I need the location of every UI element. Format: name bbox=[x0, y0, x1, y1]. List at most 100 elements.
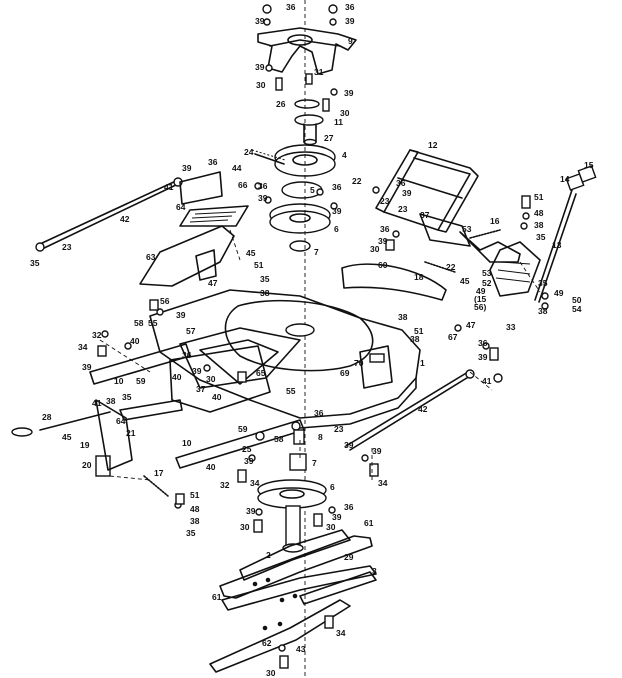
label-l122: 23 bbox=[334, 424, 344, 434]
left-lever-assembly-part bbox=[11, 343, 271, 497]
leader-lines-group bbox=[99, 229, 541, 481]
front-linkage-rod-part bbox=[345, 369, 475, 451]
label-l17: 39 bbox=[182, 163, 192, 173]
label-l13: 27 bbox=[324, 133, 334, 143]
label-l51: 63 bbox=[146, 252, 156, 262]
label-l128: 48 bbox=[190, 504, 200, 514]
label-l85: 40 bbox=[172, 372, 182, 382]
label-l74: 55 bbox=[148, 318, 158, 328]
label-l78: 34 bbox=[78, 342, 88, 352]
label-l114: 36 bbox=[314, 408, 324, 418]
label-l100: 41 bbox=[482, 376, 492, 386]
label-l92: 1 bbox=[420, 358, 425, 368]
label-l84: 39 bbox=[192, 366, 202, 376]
label-l06: 31 bbox=[314, 67, 324, 77]
label-l86: 30 bbox=[206, 374, 216, 384]
label-l136: 39 bbox=[332, 512, 342, 522]
label-l49: 35 bbox=[536, 232, 546, 242]
label-l30: 39 bbox=[332, 206, 342, 216]
label-l64: (15 bbox=[474, 294, 487, 304]
label-l07: 39 bbox=[255, 62, 265, 72]
label-l146: 62 bbox=[262, 638, 272, 648]
label-l66: 35 bbox=[538, 278, 548, 288]
label-l57: 60 bbox=[378, 260, 388, 270]
label-l105: 64 bbox=[116, 416, 126, 426]
label-l41: 30 bbox=[370, 244, 380, 254]
label-l145: 30 bbox=[266, 668, 276, 678]
label-l77: 32 bbox=[92, 330, 102, 340]
label-l43: 16 bbox=[490, 216, 500, 226]
label-l82: 59 bbox=[136, 376, 146, 386]
label-l88: 40 bbox=[212, 392, 222, 402]
label-l103: 38 bbox=[106, 396, 116, 406]
label-l16: 12 bbox=[428, 140, 438, 150]
top-hardware-group bbox=[262, 4, 338, 112]
label-l01: 36 bbox=[286, 2, 296, 12]
label-l29: 36 bbox=[332, 182, 342, 192]
label-l137: 30 bbox=[326, 522, 336, 532]
label-l27: 39 bbox=[258, 193, 268, 203]
label-l38: 23 bbox=[398, 204, 408, 214]
label-l09: 30 bbox=[256, 80, 266, 90]
label-l61: 53 bbox=[482, 268, 492, 278]
label-l59: 22 bbox=[446, 262, 456, 272]
bracket-plate-part bbox=[179, 171, 249, 227]
cutting-blades-part bbox=[209, 529, 377, 673]
label-l37: 37 bbox=[420, 210, 430, 220]
label-l63: 49 bbox=[476, 286, 486, 296]
label-l139: 2 bbox=[266, 550, 271, 560]
label-l96: 67 bbox=[448, 332, 458, 342]
label-l62: 45 bbox=[460, 276, 470, 286]
label-l121: 7 bbox=[312, 458, 317, 468]
label-l73: 58 bbox=[134, 318, 144, 328]
label-l50: 13 bbox=[552, 240, 562, 250]
label-l31: 6 bbox=[334, 224, 339, 234]
label-l80: 39 bbox=[82, 362, 92, 372]
label-l129: 38 bbox=[190, 516, 200, 526]
label-l08: 39 bbox=[344, 88, 354, 98]
label-l143: 34 bbox=[336, 628, 346, 638]
label-l107: 45 bbox=[62, 432, 72, 442]
reference-labels-group: 36 36 39 39 9 31 39 39 30 30 26 11 27 24… bbox=[30, 2, 594, 678]
side-shield-part bbox=[139, 225, 235, 287]
label-l118: 39 bbox=[244, 456, 254, 466]
label-l108: 19 bbox=[80, 440, 90, 450]
rear-linkage-rod-part bbox=[35, 177, 183, 252]
label-l22: 64 bbox=[176, 202, 186, 212]
label-l106: 21 bbox=[126, 428, 136, 438]
label-l138: 61 bbox=[364, 518, 374, 528]
label-l46: 51 bbox=[534, 192, 544, 202]
label-l44: 14 bbox=[560, 174, 570, 184]
label-l45: 15 bbox=[584, 160, 594, 170]
lower-spindle-part bbox=[257, 453, 327, 553]
label-l67: 49 bbox=[554, 288, 564, 298]
label-l21: 41 bbox=[164, 182, 174, 192]
label-l97: 47 bbox=[466, 320, 476, 330]
label-l52: 45 bbox=[246, 248, 256, 258]
label-l28: 5 bbox=[310, 185, 315, 195]
label-l68: 50 bbox=[572, 295, 582, 305]
label-l56: 38 bbox=[260, 288, 270, 298]
label-l24: 23 bbox=[62, 242, 72, 252]
label-l47: 48 bbox=[534, 208, 544, 218]
lift-lever-assembly-part bbox=[375, 149, 597, 303]
label-l14: 24 bbox=[244, 147, 254, 157]
label-l23: 42 bbox=[120, 214, 130, 224]
label-l124: 42 bbox=[418, 404, 428, 414]
label-l35: 39 bbox=[402, 188, 412, 198]
label-l101: 28 bbox=[42, 412, 52, 422]
label-l81: 10 bbox=[114, 376, 124, 386]
label-l42: 53 bbox=[462, 224, 472, 234]
label-l93: 38 bbox=[398, 312, 408, 322]
label-l12: 11 bbox=[334, 117, 343, 127]
label-l79: 40 bbox=[130, 336, 140, 346]
label-l125: 39 bbox=[372, 446, 382, 456]
label-l40: 39 bbox=[378, 236, 388, 246]
label-l90: 70 bbox=[354, 358, 364, 368]
label-l11: 26 bbox=[276, 99, 286, 109]
label-l76: 57 bbox=[186, 326, 196, 336]
label-l94: 51 bbox=[414, 326, 424, 336]
label-l115: 10 bbox=[182, 438, 192, 448]
label-l131: 34 bbox=[250, 478, 260, 488]
